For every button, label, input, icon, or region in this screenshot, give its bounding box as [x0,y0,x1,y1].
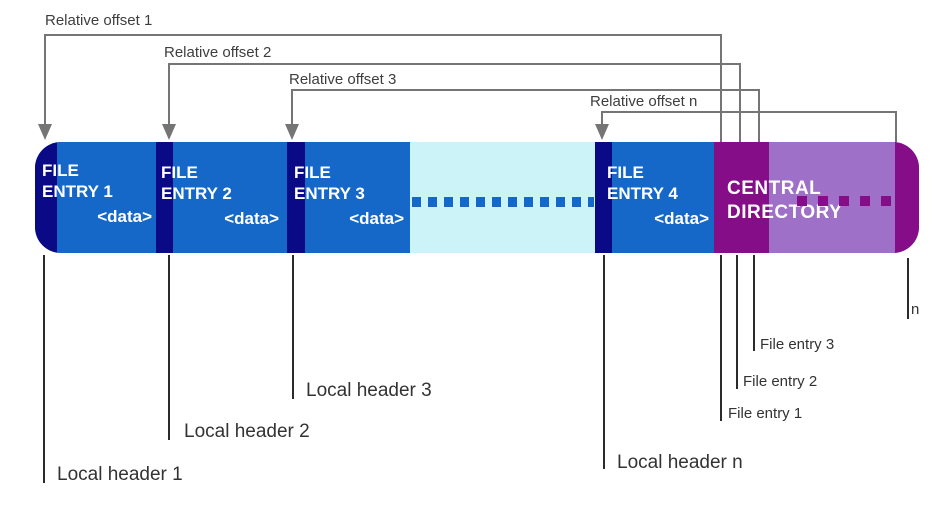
relative-offset-1-hline [44,34,722,36]
entry-n-label: n [911,301,920,318]
entry-n-leader [907,258,909,319]
file-entry-2-data: <data> [224,209,279,228]
relative-offset-2-arrow-icon [162,124,176,140]
ellipsis-dots-purple [797,196,892,206]
file-entry-2-label: File entry 2 [743,373,818,390]
file-entry-2-text: FILE ENTRY 2 <data> [161,162,281,229]
file-entry-3-data: <data> [349,209,404,228]
file-entry-3-line1: FILE [294,163,331,182]
file-entry-3-line2: ENTRY 3 [294,184,365,203]
file-entry-4-segment [612,142,714,253]
relative-offset-2-vline-left [168,63,170,125]
file-entry-4-text: FILE ENTRY 4 <data> [607,162,711,229]
local-header-1-leader [43,255,45,483]
relative-offset-2-label: Relative offset 2 [164,44,272,61]
relative-offset-1-vline-right [720,34,722,142]
central-directory-start-segment [714,142,769,253]
central-directory-line1: CENTRAL [727,178,822,199]
relative-offset-n-hline [601,111,897,113]
file-entry-1-text: FILE ENTRY 1 <data> [42,160,154,227]
file-entry-3-leader [753,255,755,351]
file-entry-1-label: File entry 1 [728,405,803,422]
file-entry-4-line2: ENTRY 4 [607,184,678,203]
local-header-n-label: Local header n [617,452,743,473]
relative-offset-1-arrow-icon [38,124,52,140]
local-header-3-leader [292,255,294,399]
relative-offset-1-label: Relative offset 1 [45,12,153,29]
local-header-1-label: Local header 1 [57,464,183,485]
relative-offset-n-vline-left [601,111,603,125]
file-entry-2-leader [736,255,738,389]
file-entry-4-line1: FILE [607,163,644,182]
file-entry-2-segment [173,142,287,253]
central-directory-text: CENTRAL DIRECTORY [727,177,842,225]
local-header-3-label: Local header 3 [306,380,432,401]
relative-offset-n-arrow-icon [595,124,609,140]
local-header-2-leader [168,255,170,440]
central-directory-end-segment [895,142,919,253]
file-entry-3-segment [305,142,410,253]
local-header-n-segment [595,142,612,253]
file-entry-2-line1: FILE [161,163,198,182]
file-entry-3-label: File entry 3 [760,336,835,353]
file-entry-1-line1: FILE [42,161,79,180]
file-entry-1-data: <data> [97,207,152,226]
relative-offset-n-label: Relative offset n [590,93,698,110]
file-entry-1-segment [57,142,156,253]
file-entry-4-data: <data> [654,209,709,228]
local-header-1-segment [35,142,57,253]
relative-offset-n-vline-right [895,111,897,142]
relative-offset-3-vline-right [758,89,760,142]
local-header-2-segment [156,142,173,253]
relative-offset-2-hline [168,63,741,65]
file-entry-2-line2: ENTRY 2 [161,184,232,203]
relative-offset-2-vline-right [739,63,741,142]
central-directory-line2: DIRECTORY [727,202,843,223]
relative-offset-3-hline [291,89,760,91]
local-header-3-segment [287,142,305,253]
local-header-2-label: Local header 2 [184,421,310,442]
file-entry-3-text: FILE ENTRY 3 <data> [294,162,406,229]
file-entry-1-leader [720,255,722,421]
relative-offset-3-label: Relative offset 3 [289,71,397,88]
local-header-n-leader [603,255,605,469]
relative-offset-3-arrow-icon [285,124,299,140]
relative-offset-3-vline-left [291,89,293,125]
file-entry-1-line2: ENTRY 1 [42,182,113,201]
relative-offset-1-vline-left [44,34,46,125]
ellipsis-dots-blue [412,197,594,207]
